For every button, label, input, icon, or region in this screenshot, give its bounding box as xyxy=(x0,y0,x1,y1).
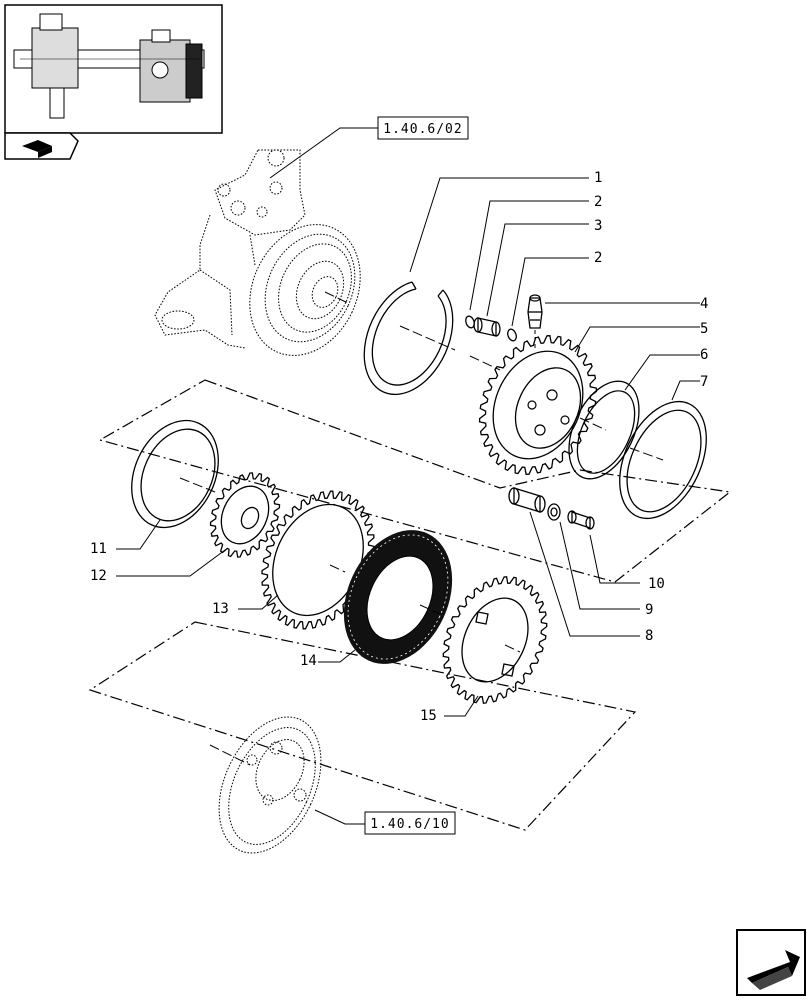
callout-2a: 2 xyxy=(594,194,602,210)
part-5-hub-carrier xyxy=(478,335,598,475)
part-14-friction-disc xyxy=(343,530,453,664)
leader-lines xyxy=(116,127,700,825)
part-9-washer xyxy=(547,503,561,521)
callout-7: 7 xyxy=(700,374,708,390)
callout-12: 12 xyxy=(90,568,107,584)
callout-11: 11 xyxy=(90,541,107,557)
part-1-snap-ring xyxy=(363,281,454,396)
part-10-bolt xyxy=(567,510,595,530)
part-6-ring xyxy=(568,380,640,480)
part-12-sun-gear xyxy=(209,472,281,558)
axis-lines xyxy=(179,291,664,766)
callout-5: 5 xyxy=(700,321,708,337)
part-7-ring xyxy=(619,400,707,520)
callout-3: 3 xyxy=(594,218,602,234)
axle-thumbnail[interactable] xyxy=(4,4,223,134)
part-8-bushing xyxy=(508,487,546,513)
ref-box-top-label: 1.40.6/02 xyxy=(383,122,462,137)
callout-10: 10 xyxy=(648,576,665,592)
part-2-3-pin-set xyxy=(465,315,517,342)
part-11-annulus-ring xyxy=(131,419,219,529)
callout-14: 14 xyxy=(300,653,317,669)
callout-8: 8 xyxy=(645,628,653,644)
callout-13: 13 xyxy=(212,601,229,617)
callout-1: 1 xyxy=(594,170,602,186)
ref-box-bottom[interactable]: 1.40.6/10 xyxy=(364,811,456,835)
callout-6: 6 xyxy=(700,347,708,363)
callout-labels: 1 2 3 2 4 5 6 7 10 9 8 11 12 13 14 15 xyxy=(90,170,708,724)
hub-plate xyxy=(218,716,322,854)
callout-2b: 2 xyxy=(594,250,602,266)
part-4-grease-nipple xyxy=(527,294,543,329)
lower-group-outline xyxy=(88,621,637,831)
section-book-icon[interactable] xyxy=(4,132,79,160)
part-15-gear xyxy=(442,576,548,704)
callout-15: 15 xyxy=(420,708,437,724)
next-page-arrow-icon[interactable] xyxy=(736,929,806,996)
callout-9: 9 xyxy=(645,602,653,618)
steering-knuckle xyxy=(154,149,361,356)
upper-group-outline xyxy=(98,379,732,583)
callout-4: 4 xyxy=(700,296,708,312)
ref-box-top[interactable]: 1.40.6/02 xyxy=(377,116,469,140)
ref-box-bottom-label: 1.40.6/10 xyxy=(370,817,449,832)
